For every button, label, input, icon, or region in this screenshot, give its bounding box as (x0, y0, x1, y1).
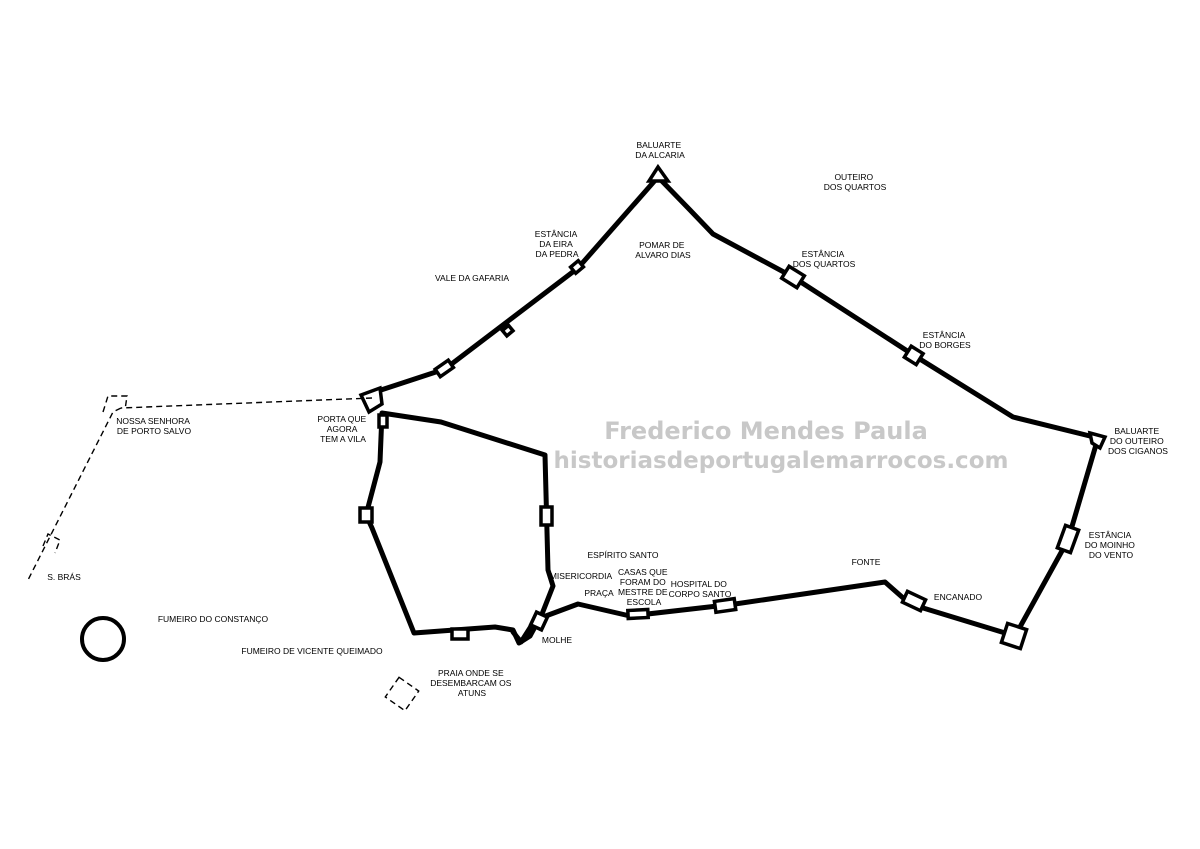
molhe-tower (528, 609, 550, 633)
watermark-author: Frederico Mendes Paula (604, 417, 928, 445)
label-praca: PRAÇA (584, 588, 614, 598)
estancia-borges-tower (901, 343, 926, 368)
label-estancia-borges: ESTÂNCIA DO BORGES (919, 330, 971, 350)
inner-gate-tower (539, 505, 554, 527)
label-encanado: ENCANADO (934, 592, 983, 602)
label-baluarte-alcaria: BALUARTE DA ALCARIA (635, 140, 685, 160)
label-s-bras: S. BRÁS (47, 572, 81, 582)
inner-north-tower (377, 413, 389, 429)
estancia-small-tower (499, 322, 516, 339)
casas-tower (625, 607, 651, 621)
inner-west-tower (358, 506, 374, 524)
dashed-line-porto-salvo (120, 397, 373, 409)
label-fumeiro-constanco: FUMEIRO DO CONSTANÇO (158, 614, 269, 624)
label-nossa-senhora: NOSSA SENHORA DE PORTO SALVO (116, 416, 192, 436)
encanado-tower (900, 589, 928, 613)
outer-wall (369, 174, 1101, 645)
label-molhe: MOLHE (542, 635, 573, 645)
label-misericordia: MISERICORDIA (550, 571, 613, 581)
estancia-vale-tower (432, 357, 456, 380)
label-casas-mestre-escola: CASAS QUE FORAM DO MESTRE DE ESCOLA (618, 567, 670, 607)
dashed-line-s-bras (27, 407, 122, 581)
label-estancia-moinho-vento: ESTÂNCIA DO MOINHO DO VENTO (1085, 530, 1137, 560)
watermark-url: historiasdeportugalemarrocos.com (554, 448, 1009, 474)
praia-atuns-square (384, 676, 420, 712)
hospital-tower (712, 596, 738, 615)
fumeiro-constanco-circle (80, 616, 126, 662)
label-baluarte-ciganos: BALUARTE DO OUTEIRO DOS CIGANOS (1108, 426, 1168, 456)
label-fumeiro-vicente: FUMEIRO DE VICENTE QUEIMADO (241, 646, 383, 656)
baluarte-ciganos-tower (1087, 430, 1108, 451)
label-fonte: FONTE (852, 557, 881, 567)
dashed-porto-salvo-chapel (102, 395, 128, 413)
estancia-moinho-tower (1055, 523, 1081, 555)
label-pomar-alvaro-dias: POMAR DE ALVARO DIAS (635, 240, 691, 260)
label-espirito-santo: ESPÍRITO SANTO (587, 550, 658, 560)
label-outeiro-quartos: OUTEIRO DOS QUARTOS (824, 172, 887, 192)
baluarte-sul-tower (999, 621, 1029, 651)
inner-wall (363, 410, 556, 646)
label-estancia-quartos: ESTÂNCIA DOS QUARTOS (793, 249, 856, 269)
estancia-eira-pedra-tower (568, 258, 586, 276)
label-vale-gafaria: VALE DA GAFARIA (435, 273, 509, 283)
inner-south-tower (450, 627, 470, 641)
label-praia-atuns: PRAIA ONDE SE DESEMBARCAM OS ATUNS (430, 668, 514, 698)
label-hospital-corpo-santo: HOSPITAL DO CORPO SANTO (669, 579, 732, 599)
estancia-quartos-tower (779, 263, 807, 291)
dashed-s-bras-chapel (42, 533, 61, 554)
label-porta-vila: PORTA QUE AGORA TEM A VILA (317, 414, 368, 444)
baluarte-alcaria-tower (645, 163, 672, 183)
porta-vila-tower (358, 385, 384, 415)
label-estancia-eira-pedra: ESTÂNCIA DA EIRA DA PEDRA (535, 229, 579, 259)
